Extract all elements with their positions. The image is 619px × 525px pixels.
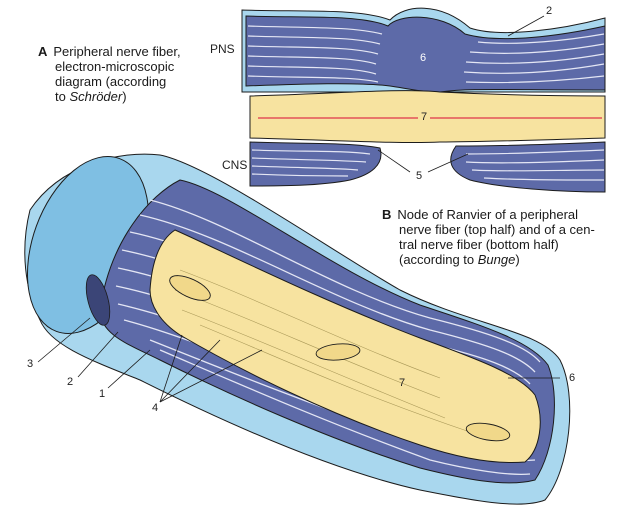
caption-a-line2: electron-microscopic — [55, 59, 175, 74]
label-a-7: 7 — [399, 377, 406, 389]
caption-a: A Peripheral nerve fiber, electron-micros… — [38, 44, 198, 104]
caption-b-line1: Node of Ranvier of a peripheral — [397, 207, 579, 222]
caption-b-line4: (according to Bunge) — [399, 252, 520, 267]
label-b-2: 2 — [546, 5, 553, 17]
label-a-2: 2 — [67, 376, 74, 388]
caption-a-letter: A — [38, 44, 48, 59]
label-b-7: 7 — [418, 111, 431, 123]
caption-a-line4: to Schröder) — [55, 89, 127, 104]
panel-b-node-of-ranvier — [241, 7, 606, 193]
caption-b: B Node of Ranvier of a peripheral nerve f… — [382, 207, 617, 267]
caption-a-line1: Peripheral nerve fiber, — [53, 44, 181, 59]
caption-b-line3: tral nerve fiber (bottom half) — [399, 237, 559, 252]
caption-a-line3: diagram (according — [55, 74, 167, 89]
label-b-5: 5 — [416, 170, 423, 182]
label-a-3: 3 — [27, 358, 34, 370]
label-cns: CNS — [222, 158, 248, 172]
cns-myelin — [249, 141, 382, 187]
panel-a-nerve-fiber — [24, 153, 571, 505]
mitochondrion — [315, 343, 361, 361]
label-a-1: 1 — [99, 388, 106, 400]
label-a-4: 4 — [152, 402, 159, 414]
label-a-6: 6 — [569, 372, 576, 384]
mitochondrion — [465, 422, 511, 442]
mitochondrion — [169, 275, 211, 301]
label-b-6: 6 — [420, 52, 427, 64]
caption-b-line2: nerve fiber (top half) and of a cen- — [399, 222, 595, 237]
label-pns: PNS — [210, 42, 235, 56]
caption-b-letter: B — [382, 207, 392, 222]
schwann-nucleus — [85, 274, 111, 326]
cns-myelin-right — [450, 141, 606, 193]
